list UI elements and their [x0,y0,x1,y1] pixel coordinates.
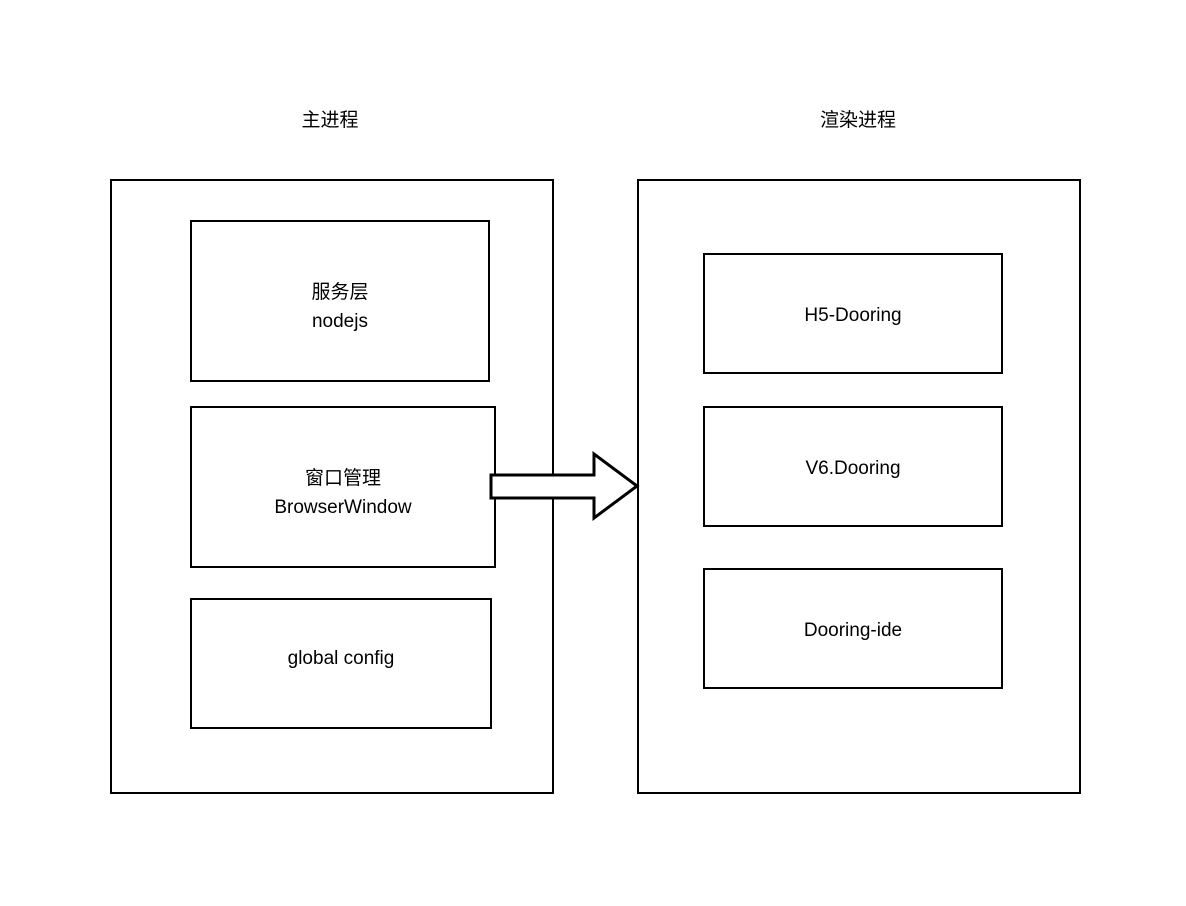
module-service-layer[interactable]: 服务层 nodejs [190,220,490,382]
module-window-manager[interactable]: 窗口管理 BrowserWindow [190,406,496,568]
block-arrow-icon [489,451,640,521]
module-dooring-ide-label: Dooring-ide [803,620,903,641]
renderer-process-title: 渲染进程 [819,110,896,131]
renderer-process-container[interactable]: H5-Dooring V6.Dooring Dooring-ide [637,179,1081,794]
module-h5-dooring-label: H5-Dooring [804,305,902,326]
main-to-renderer-arrow[interactable] [486,448,642,524]
module-service-layer-label: 服务层 nodejs [311,282,369,332]
module-v6-dooring[interactable]: V6.Dooring [703,406,1003,527]
module-dooring-ide[interactable]: Dooring-ide [703,568,1003,689]
module-global-config[interactable]: global config [190,598,492,729]
main-process-container[interactable]: 服务层 nodejs 窗口管理 BrowserWindow global con… [110,179,554,794]
module-v6-dooring-label: V6.Dooring [805,458,901,479]
block-arrow-shape [489,451,640,521]
module-h5-dooring[interactable]: H5-Dooring [703,253,1003,374]
module-global-config-label: global config [287,648,395,669]
module-window-manager-label: 窗口管理 BrowserWindow [274,468,412,518]
main-process-title: 主进程 [301,110,359,131]
